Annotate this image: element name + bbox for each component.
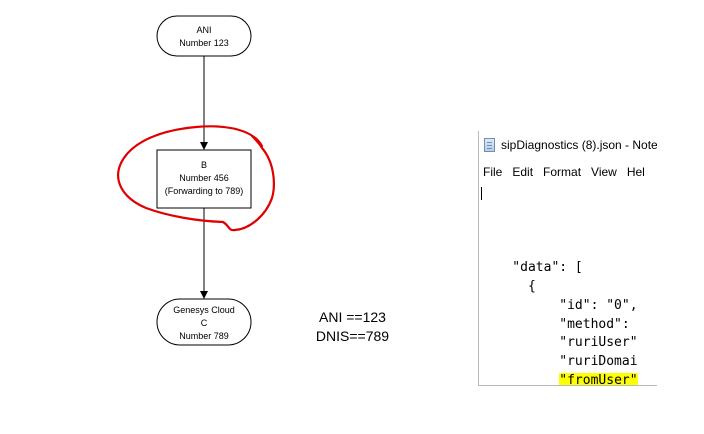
dnis-note-line: DNIS==789 — [315, 328, 390, 344]
ani-dnis-note: ANI ==123 DNIS==789 — [300, 308, 405, 346]
text-caret — [481, 187, 482, 200]
node-c-line-2: C — [201, 318, 208, 328]
code-line: "data": [ — [481, 260, 583, 276]
ani-note-line: ANI ==123 — [319, 309, 386, 325]
node-b-line-3: (Forwarding to 789) — [165, 186, 244, 196]
menu-format[interactable]: Format — [543, 164, 582, 179]
menu-help[interactable]: Hel — [626, 164, 645, 179]
node-ani-line-1: ANI — [196, 25, 211, 35]
code-line: "fromUser" — [481, 372, 657, 386]
node-b-line-1: B — [201, 160, 207, 170]
red-highlight-circle — [117, 125, 275, 232]
highlighted-key: "fromUser" — [559, 372, 638, 386]
notepad-title: sipDiagnostics (8).json - Note — [501, 138, 657, 152]
node-ani: ANI Number 123 — [156, 15, 252, 57]
node-c-line-3: Number 789 — [179, 331, 229, 341]
code-line: "ruriDomai — [481, 354, 638, 370]
notepad-text-area[interactable]: "data": [ { "id": "0", "method": "ruriUs… — [479, 184, 657, 386]
menu-view[interactable]: View — [591, 164, 617, 179]
node-b-line-2: Number 456 — [179, 173, 229, 183]
code-line: "id": "0", — [481, 297, 638, 313]
node-genesys-cloud: Genesys Cloud C Number 789 — [156, 298, 252, 346]
notepad-titlebar[interactable]: sipDiagnostics (8).json - Note — [479, 131, 657, 159]
notepad-window: sipDiagnostics (8).json - Note File Edit… — [478, 131, 657, 386]
code-line: { — [481, 278, 536, 294]
code-line: "method": — [481, 316, 630, 332]
node-c-line-1: Genesys Cloud — [173, 305, 235, 315]
node-ani-line-2: Number 123 — [179, 38, 229, 48]
notepad-menubar: File Edit Format View Hel — [479, 159, 657, 184]
code-line — [481, 240, 657, 259]
notepad-file-icon — [484, 138, 495, 152]
node-b: B Number 456 (Forwarding to 789) — [156, 149, 252, 209]
menu-file[interactable]: File — [483, 164, 503, 179]
menu-edit[interactable]: Edit — [512, 164, 534, 179]
code-line: "ruriUser" — [481, 335, 638, 351]
